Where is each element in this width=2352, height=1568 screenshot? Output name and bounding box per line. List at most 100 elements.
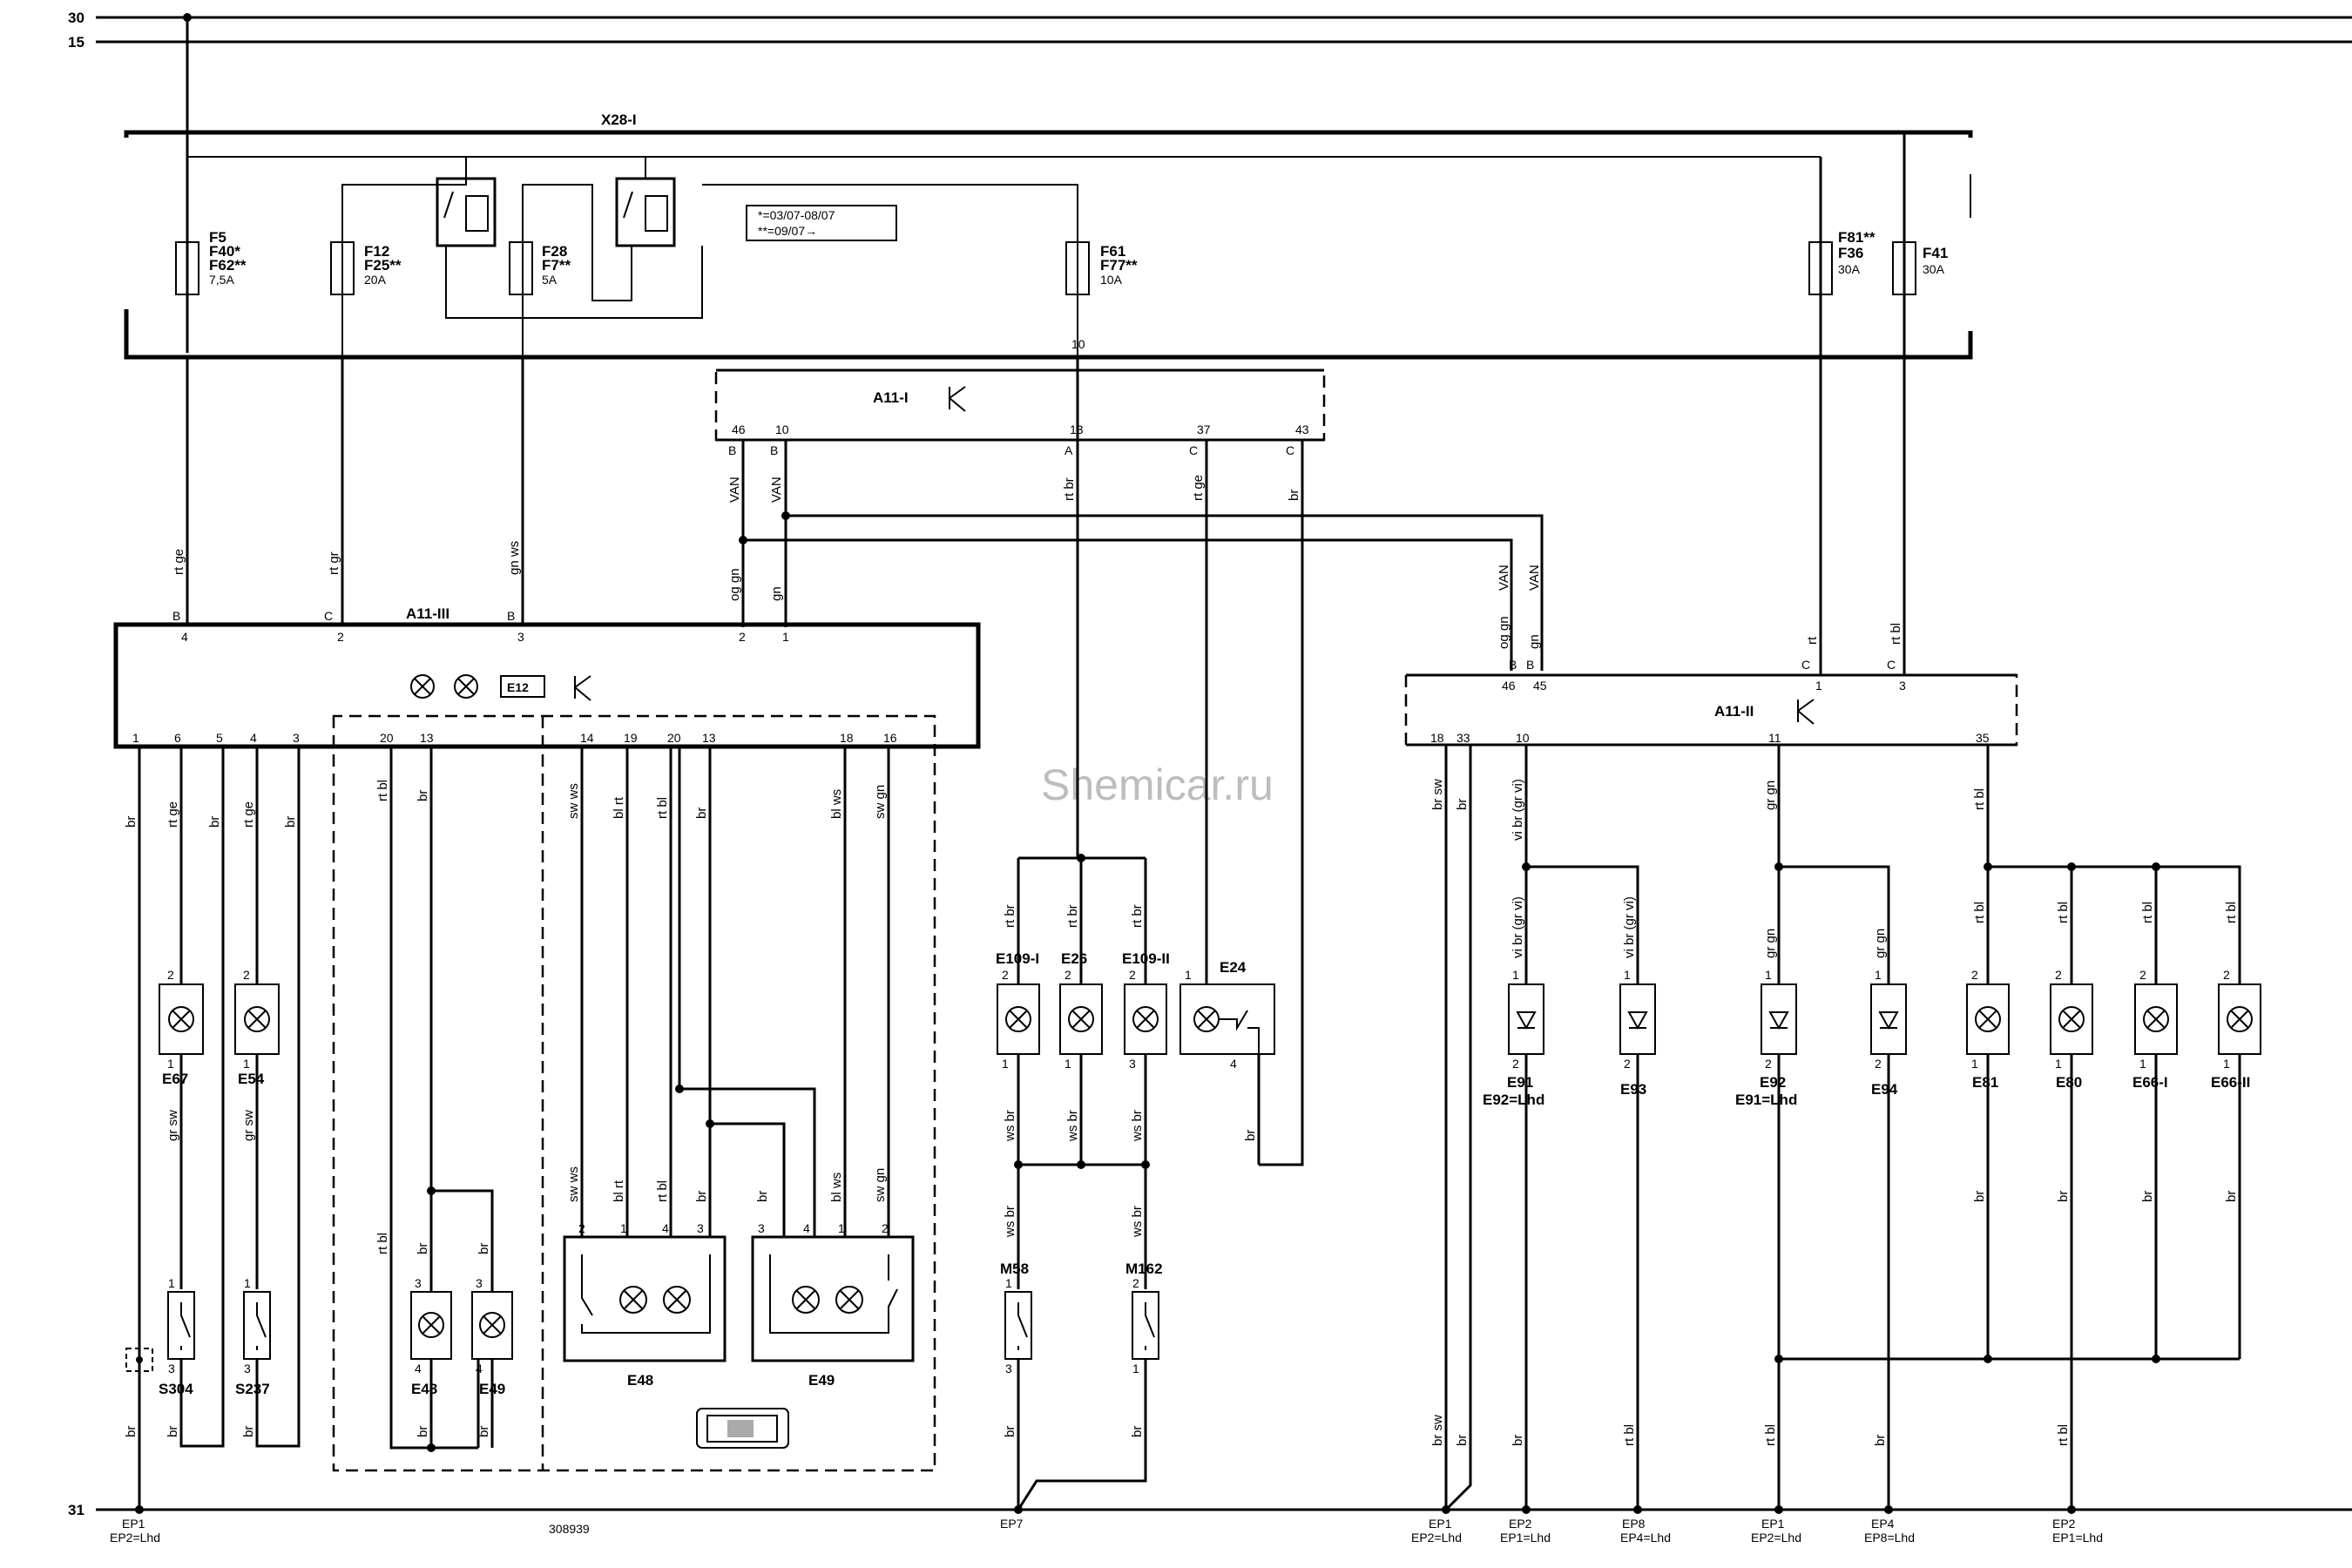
a11-i-pin-letter: B — [770, 443, 778, 457]
svg-text:3: 3 — [758, 1221, 765, 1235]
svg-text:3: 3 — [168, 1362, 175, 1375]
m162-label: M162 — [1125, 1260, 1163, 1277]
svg-text:3: 3 — [244, 1362, 251, 1375]
pin: 13 — [420, 731, 434, 745]
motor-m162: 21 M162 — [1125, 1260, 1163, 1375]
wire-rt-br: rt br — [1130, 904, 1145, 928]
fuse-f28-alt: F7** — [542, 257, 571, 274]
lamp-e26: 21 E26 — [1059, 950, 1103, 1071]
date-note-2: **=09/07→ — [758, 224, 817, 238]
wire-br: br — [1972, 1191, 1987, 1202]
e94-label: E94 — [1871, 1081, 1898, 1098]
svg-text:3: 3 — [1005, 1362, 1012, 1375]
wire-br: br — [416, 790, 430, 801]
led-e92: 12 E92 E91=Lhd — [1735, 968, 1797, 1108]
wire-sw-ws: sw ws — [566, 1166, 581, 1202]
fuse-f5-rating: 7,5A — [209, 273, 234, 287]
wire-rt-bl: br — [416, 1426, 430, 1437]
wire-ws-br: ws br — [1130, 1206, 1145, 1238]
a11-iii-label: A11-III — [406, 605, 449, 622]
pin: 20 — [380, 731, 394, 745]
ground-label: EP2=Lhd — [1751, 1531, 1801, 1544]
e93-label: E93 — [1620, 1081, 1646, 1098]
wires-center: rt br rt br rt br ws br ws br ws br br w… — [1003, 854, 1260, 1511]
wire-gn-ws: gn ws — [507, 541, 522, 575]
a11-i-pin-43: 43 — [1295, 422, 1309, 436]
pin: 19 — [624, 731, 638, 745]
lamp-e67: 21 E67 — [159, 968, 204, 1087]
svg-text:1: 1 — [167, 1057, 174, 1071]
rail-31: 31 — [68, 1502, 2352, 1518]
svg-text:1: 1 — [2223, 1057, 2230, 1071]
svg-text:1: 1 — [1765, 968, 1772, 982]
wire-rt-br: rt br — [1003, 904, 1017, 928]
svg-text:1: 1 — [1512, 968, 1519, 982]
a11-iii-pin: 1 — [782, 630, 789, 644]
svg-text:1: 1 — [620, 1221, 627, 1235]
rail-15: 15 — [68, 34, 2352, 51]
pin: 5 — [216, 731, 223, 745]
wire-rt-bl: rt bl — [1972, 902, 1987, 923]
svg-text:1: 1 — [2139, 1057, 2146, 1071]
pin: 18 — [840, 731, 854, 745]
wire-br: br — [476, 1243, 491, 1254]
svg-text:2: 2 — [1129, 968, 1136, 982]
wire-br: br — [2056, 1191, 2071, 1202]
rail-30-label: 30 — [68, 10, 84, 26]
wire-br: br — [1130, 1426, 1145, 1437]
wires-a11-i: VAN VAN og gn gn VAN VAN og gn gn rt br … — [727, 357, 1544, 1166]
a11-i-label: A11-I — [873, 389, 909, 406]
ground-label: EP2=Lhd — [1411, 1531, 1462, 1544]
lamp-e48-small: 34 E48 — [410, 1276, 452, 1397]
wire-rt-bl: br — [476, 1426, 491, 1437]
wire-sw-ws: sw ws — [566, 783, 581, 819]
svg-text:4: 4 — [1230, 1057, 1237, 1071]
a11-ii-pin: 46 — [1502, 679, 1516, 693]
fuse-f61-pin: 10 — [1071, 337, 1085, 351]
svg-text:1: 1 — [1064, 1057, 1071, 1071]
fuse-f28-name: F28 — [542, 243, 567, 260]
document-number: 308939 — [549, 1522, 590, 1536]
ground-label: EP2 — [1509, 1517, 1532, 1531]
e109-i-label: E109-I — [996, 950, 1039, 967]
wire-gr-sw: gr sw — [166, 1110, 180, 1141]
e49-small-label: E49 — [479, 1381, 505, 1397]
svg-text:1: 1 — [1005, 1276, 1012, 1290]
e91-sub: E92=Lhd — [1483, 1092, 1544, 1108]
svg-text:2: 2 — [243, 968, 250, 982]
e12-label: E12 — [507, 680, 529, 694]
ground-label: EP1 — [122, 1517, 145, 1531]
fuse-f81-alt: F36 — [1838, 245, 1863, 261]
wire-bl-rt: bl rt — [612, 1179, 626, 1202]
a11-iii-letter: B — [507, 609, 515, 623]
a11-i-pin-letter: A — [1064, 443, 1073, 457]
fuse-f12-rating: 20A — [364, 273, 387, 287]
e92-sub: E91=Lhd — [1735, 1092, 1797, 1108]
wire-van: VAN — [769, 476, 784, 503]
a11-i-pin-37: 37 — [1197, 422, 1211, 436]
watermark: Shemicar.ru — [1041, 760, 1274, 809]
wire-bl-rt: bl rt — [612, 796, 626, 819]
svg-text:1: 1 — [1624, 968, 1631, 982]
wire-br: br — [1003, 1426, 1017, 1437]
e66-i-label: E66-I — [2132, 1074, 2168, 1091]
wire-sw-gn: sw gn — [873, 785, 888, 819]
wire-br: br — [283, 816, 298, 828]
a11-ii-pin: 3 — [1899, 679, 1906, 693]
a11-i-pin-letter: C — [1189, 443, 1198, 457]
fusebox-x28-i: X28-I F5 F40* F62** 7,5A F12 F25** 20A F… — [124, 13, 1973, 360]
wire-br: br — [207, 816, 222, 828]
fuse-f5-alt2: F62** — [209, 257, 247, 274]
pin: 4 — [250, 731, 257, 745]
wire-gr-sw: gr sw — [241, 1110, 256, 1141]
ground-label: EP4=Lhd — [1620, 1531, 1671, 1544]
fuse-f61-rating: 10A — [1100, 273, 1123, 287]
wire-rt-ge: rt ge — [172, 549, 186, 575]
svg-text:1: 1 — [168, 1276, 175, 1290]
fuse-f28-rating: 5A — [542, 273, 558, 287]
wire-rt-br: rt br — [1062, 477, 1077, 501]
a11-ii-pin: 33 — [1456, 731, 1470, 745]
fuse-f81 — [1808, 241, 1833, 295]
